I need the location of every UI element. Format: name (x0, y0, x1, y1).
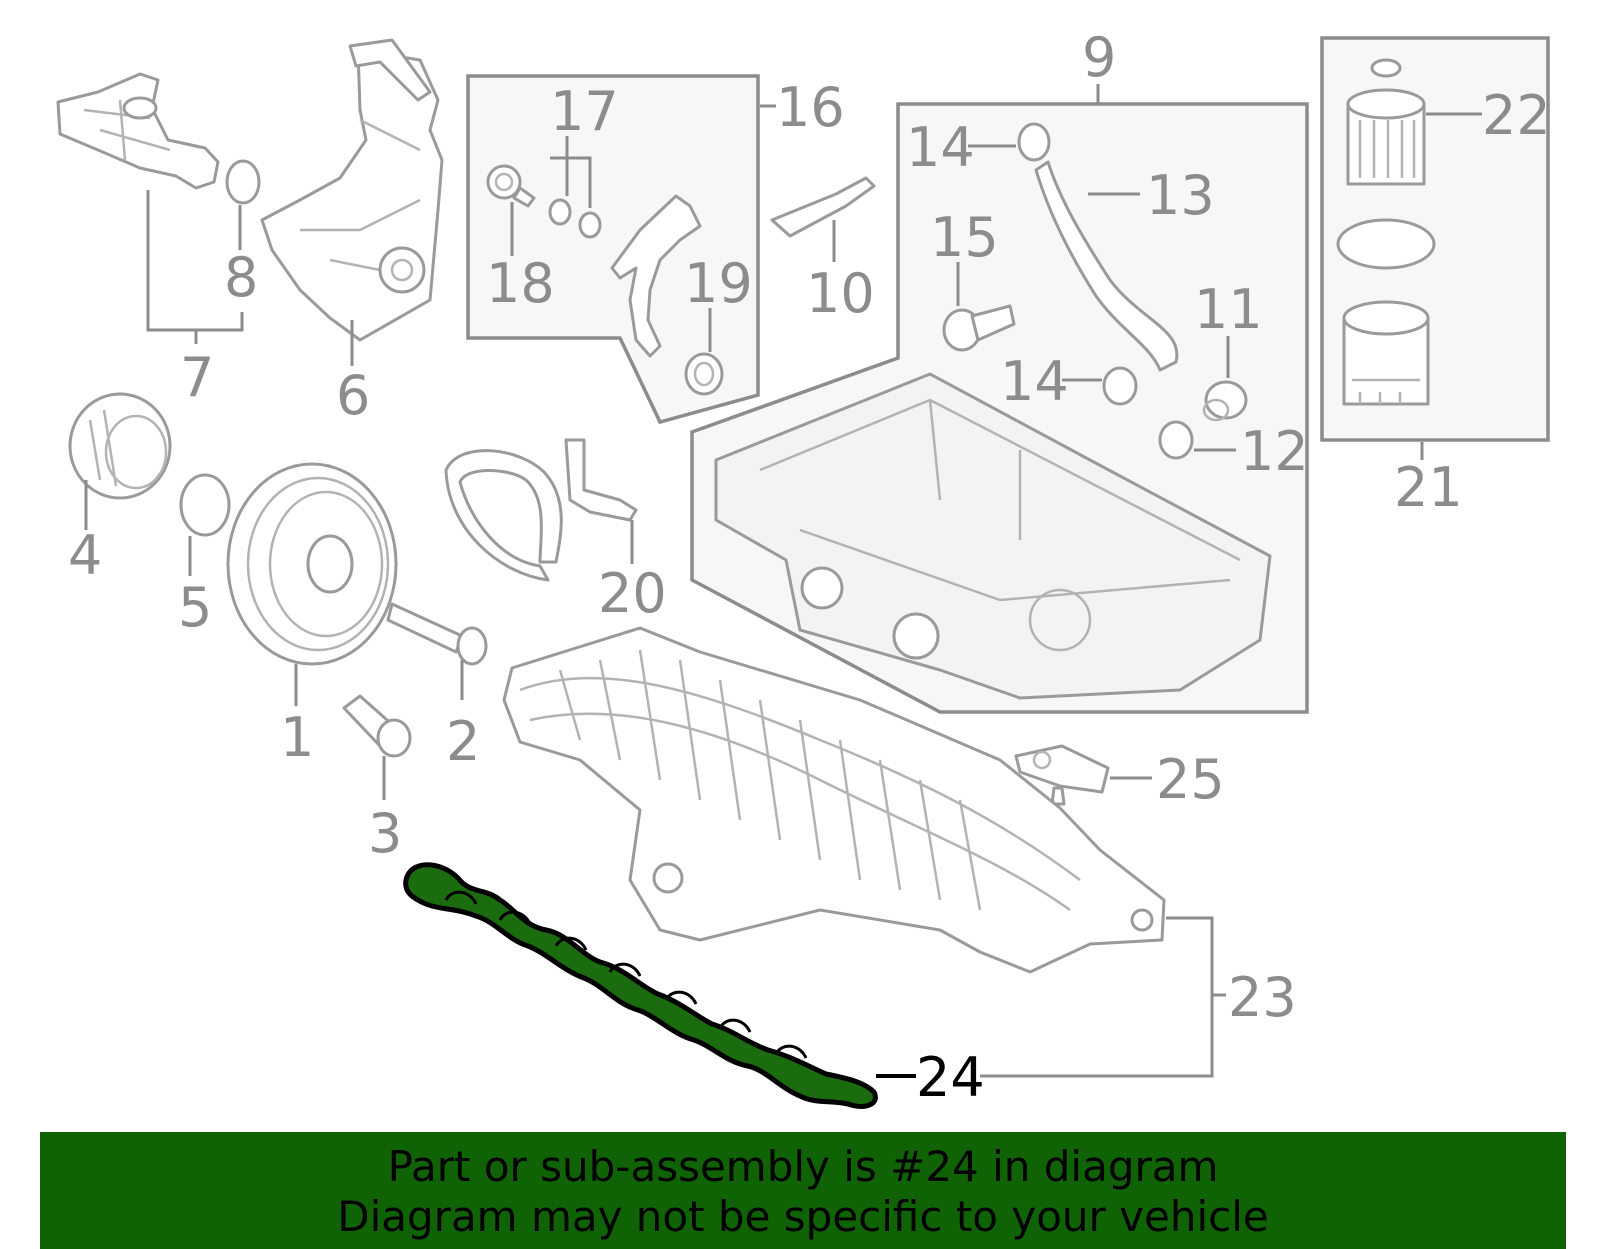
part-18-sensor (486, 164, 536, 208)
part-23-intake-manifold (502, 626, 1166, 974)
part-25-sensor (1014, 744, 1110, 806)
callout-1: 1 (280, 706, 314, 769)
part-22-filter (1346, 58, 1426, 186)
callout-21: 21 (1394, 456, 1463, 519)
callout-16: 16 (776, 76, 845, 139)
callout-10: 10 (806, 262, 875, 325)
callout-3: 3 (368, 802, 402, 865)
callout-25: 25 (1156, 748, 1225, 811)
part-12-o-ring (1158, 420, 1194, 460)
callout-15: 15 (930, 206, 999, 269)
part-3-bolt (342, 694, 412, 758)
part-11-plug (1202, 380, 1248, 422)
callout-20: 20 (598, 562, 667, 625)
part-21-seal-ring (1336, 218, 1436, 270)
callout-4: 4 (68, 524, 102, 587)
notice-banner: Part or sub-assembly is #24 in diagram D… (40, 1132, 1566, 1249)
callout-24: 24 (916, 1046, 985, 1109)
part-19-tube (610, 194, 724, 396)
callout-11: 11 (1194, 278, 1263, 341)
part-20-sensor-wire (444, 438, 638, 582)
part-14-o-ring-top (1017, 122, 1051, 162)
callout-22: 22 (1482, 84, 1551, 147)
callout-9: 9 (1082, 26, 1116, 89)
callout-14-bottom: 14 (1000, 350, 1069, 413)
leader-7 (146, 190, 244, 344)
group-box-16 (466, 74, 760, 425)
callout-17: 17 (550, 80, 619, 143)
part-2-bolt (386, 602, 488, 666)
callout-5: 5 (178, 576, 212, 639)
callout-13: 13 (1146, 164, 1215, 227)
part-6-housing (260, 38, 444, 342)
part-4-pulley (68, 392, 172, 500)
callout-19: 19 (684, 252, 753, 315)
callout-2: 2 (446, 710, 480, 773)
callout-7: 7 (180, 346, 214, 409)
banner-line-disclaimer: Diagram may not be specific to your vehi… (337, 1192, 1269, 1241)
callout-23: 23 (1228, 966, 1297, 1029)
part-9-oil-pan (714, 372, 1272, 700)
part-8-o-ring (225, 159, 261, 205)
callout-12: 12 (1240, 420, 1309, 483)
part-24-intake-gasket (403, 862, 878, 1109)
part-14-o-ring-bottom (1102, 366, 1138, 406)
part-1-pulley (226, 462, 398, 666)
part-5-o-ring (179, 473, 231, 537)
callout-6: 6 (336, 364, 370, 427)
banner-line-part: Part or sub-assembly is #24 in diagram (387, 1142, 1219, 1191)
callout-18: 18 (486, 252, 555, 315)
part-10-sealant-tube (770, 176, 876, 238)
part-21-filter-cap (1342, 300, 1430, 406)
part-17-o-ring-a (548, 198, 572, 226)
leader-17 (550, 136, 592, 208)
callout-14-top: 14 (906, 116, 975, 179)
part-7-bracket (56, 72, 220, 190)
part-13-hose (1034, 160, 1179, 372)
callout-8: 8 (224, 246, 258, 309)
leader-23 (980, 916, 1226, 1078)
part-15-bolt (942, 304, 1016, 352)
part-17-o-ring-b (578, 211, 602, 239)
